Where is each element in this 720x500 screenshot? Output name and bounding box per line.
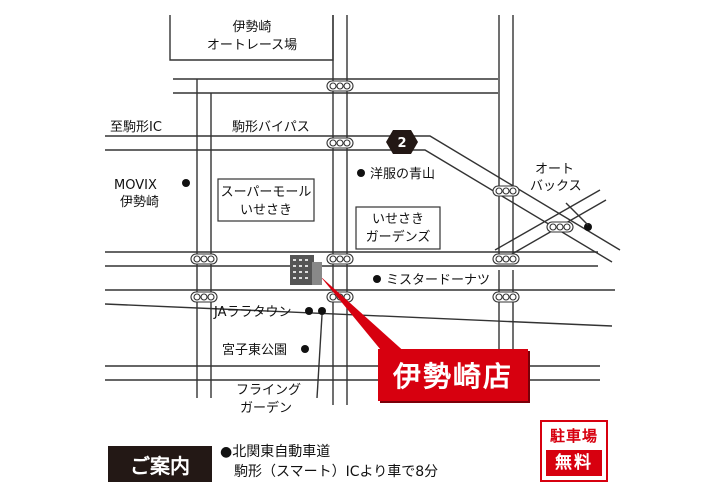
access-line-1: ●北関東自動車道 [220,442,438,462]
flying-garden-label-2: ガーデン [240,400,292,416]
free-parking-badge: 駐車場 無料 [540,420,608,482]
free-label: 無料 [546,450,602,476]
super-mall-label-2: いせさき [240,203,292,218]
parking-label: 駐車場 [542,425,606,446]
mister-donut-label: ミスタードーナツ [386,273,490,288]
komagata-bypass-label: 駒形バイパス [232,120,310,135]
access-info: ●北関東自動車道 駒形（スマート）ICより車で8分 [220,442,438,482]
race-track-label-2: オートレース場 [207,38,297,53]
isesaki-gardens-label-1: いせさき [372,212,424,227]
auto-backs-label-2: バックス [530,179,582,194]
flying-garden-leader [317,315,322,398]
miyako-higashi-park-label: 宮子東公園 [222,342,287,358]
auto-backs-label-1: オート [535,162,574,177]
movix-label-1: MOVIX [114,178,157,193]
to-komagata-ic-label: 至駒形IC [110,120,162,135]
super-mall-label-1: スーパーモール [221,185,312,200]
access-line-2: 駒形（スマート）ICより車で8分 [220,462,438,482]
route-number: 2 [397,136,406,151]
guide-badge: ご案内 [108,446,212,482]
store-name-label: 伊勢崎店 [378,349,528,401]
building-icon [290,255,322,285]
ja-lalatown-label: JAララタウン [213,305,292,320]
flying-garden-label-1: フライング [236,383,301,398]
yofuku-no-aoyama-label: 洋服の青山 [370,167,435,182]
race-track-label-1: 伊勢崎 [232,20,271,35]
movix-label-2: 伊勢崎 [120,195,159,210]
isesaki-gardens-label-2: ガーデンズ [366,229,431,245]
